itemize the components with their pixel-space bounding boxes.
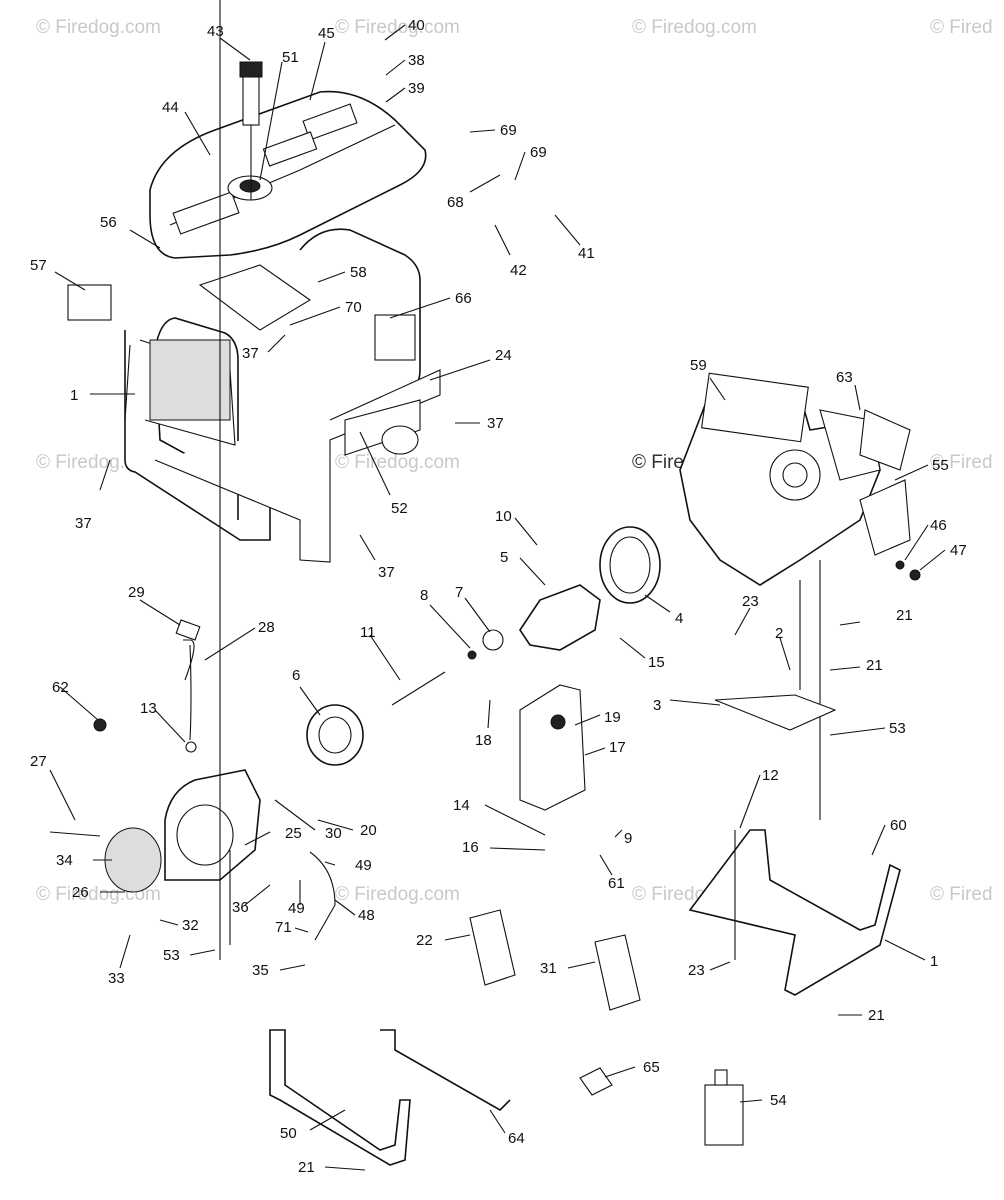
part-label: 1 <box>70 387 78 404</box>
part-label: 49 <box>288 900 305 917</box>
part-label: 41 <box>578 245 595 262</box>
part-label: 11 <box>360 624 376 641</box>
part-label: 12 <box>762 767 779 784</box>
part-label: 49 <box>355 857 372 874</box>
part-label: 22 <box>416 932 433 949</box>
part-label: 18 <box>475 732 492 749</box>
part-label: 46 <box>930 517 947 534</box>
part-label: 56 <box>100 214 117 231</box>
part-label: 30 <box>325 825 342 842</box>
alternator-drawing <box>49 526 661 941</box>
part-label: 26 <box>72 884 89 901</box>
part-label: 5 <box>500 549 508 566</box>
part-labels: 43 51 45 40 38 39 44 69 69 68 41 42 56 5… <box>30 17 967 1176</box>
part-label: 64 <box>508 1130 525 1147</box>
leader-lines <box>49 0 946 1171</box>
part-label: 8 <box>420 587 428 604</box>
watermark: © Firedog.com <box>335 884 460 905</box>
part-label: 20 <box>360 822 377 839</box>
part-label: 47 <box>950 542 967 559</box>
watermark: © Firedog.com <box>335 452 460 473</box>
part-label: 50 <box>280 1125 297 1142</box>
part-label: 60 <box>890 817 907 834</box>
part-label: 39 <box>408 80 425 97</box>
part-label: 32 <box>182 917 199 934</box>
part-label: 59 <box>690 357 707 374</box>
lower-frame-drawing <box>269 694 901 1166</box>
part-label: 21 <box>896 607 913 624</box>
part-label: 2 <box>775 625 783 642</box>
part-label: 71 <box>275 919 292 936</box>
part-label: 17 <box>609 739 626 756</box>
part-label: 36 <box>232 899 249 916</box>
part-label: 13 <box>140 700 157 717</box>
part-label: 37 <box>378 564 395 581</box>
part-label: 48 <box>358 907 375 924</box>
part-label: 9 <box>624 830 632 847</box>
part-label: 7 <box>455 584 463 601</box>
part-label: 23 <box>742 593 759 610</box>
part-label: 37 <box>487 415 504 432</box>
part-label: 21 <box>866 657 883 674</box>
watermark: © Firedog.com <box>632 17 757 38</box>
part-label: 51 <box>282 49 299 66</box>
watermark: © Fired <box>930 17 993 38</box>
part-label: 37 <box>242 345 259 362</box>
part-label: 28 <box>258 619 275 636</box>
part-label: 55 <box>932 457 949 474</box>
part-label: 25 <box>285 825 302 842</box>
part-label: 21 <box>298 1159 315 1176</box>
part-label: 52 <box>391 500 408 517</box>
engine-drawing <box>679 372 921 820</box>
part-label: 42 <box>510 262 527 279</box>
part-label: 63 <box>836 369 853 386</box>
part-label: 10 <box>495 508 512 525</box>
part-label: 65 <box>643 1059 660 1076</box>
part-label: 27 <box>30 753 47 770</box>
part-label: 68 <box>447 194 464 211</box>
part-label: 23 <box>688 962 705 979</box>
part-label: 6 <box>292 667 300 684</box>
part-label: 37 <box>75 515 92 532</box>
watermark: © Firedog.com <box>36 17 161 38</box>
part-label: 38 <box>408 52 425 69</box>
part-label: 70 <box>345 299 362 316</box>
part-label: 43 <box>207 23 224 40</box>
part-label: 4 <box>675 610 683 627</box>
part-label: 69 <box>530 144 547 161</box>
part-label: 1 <box>930 953 938 970</box>
part-label: 15 <box>648 654 665 671</box>
part-label: 16 <box>462 839 479 856</box>
part-label: 33 <box>108 970 125 987</box>
part-label: 34 <box>56 852 73 869</box>
part-label: 31 <box>540 960 557 977</box>
part-label: 66 <box>455 290 472 307</box>
part-label: 54 <box>770 1092 787 1109</box>
part-label: 44 <box>162 99 179 116</box>
part-label: 19 <box>604 709 621 726</box>
fuel-tank-drawing <box>149 61 427 259</box>
part-label: 14 <box>453 797 470 814</box>
part-label: 24 <box>495 347 512 364</box>
watermark: © Fired <box>930 884 993 905</box>
part-label: 45 <box>318 25 335 42</box>
part-label: 53 <box>889 720 906 737</box>
part-label: 21 <box>868 1007 885 1024</box>
part-label: 40 <box>408 17 425 34</box>
part-label: 62 <box>52 679 69 696</box>
part-label: 53 <box>163 947 180 964</box>
part-label: 57 <box>30 257 47 274</box>
part-label: 61 <box>608 875 625 892</box>
part-label: 58 <box>350 264 367 281</box>
watermark: © Fired <box>930 452 993 473</box>
part-label: 29 <box>128 584 145 601</box>
part-label: 3 <box>653 697 661 714</box>
watermark: © Firedog.com <box>335 17 460 38</box>
part-label: 69 <box>500 122 517 139</box>
part-label: 35 <box>252 962 269 979</box>
frame-drawing <box>67 228 441 563</box>
